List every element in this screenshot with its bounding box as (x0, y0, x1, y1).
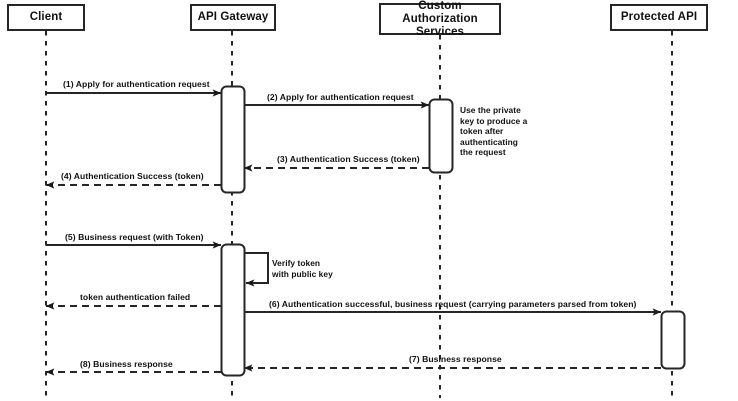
messages-group (45, 89, 662, 376)
message-label-m2: (2) Apply for authentication request (267, 92, 414, 102)
activation-act-authsvc-token (428, 98, 454, 174)
activation-bars-group (220, 85, 686, 377)
participant-label: Protected API (620, 11, 698, 23)
participant-label: Custom Authorization Services (402, 0, 478, 38)
self-message-label-line: Verify token (272, 258, 321, 268)
self-message-m-verify (244, 252, 269, 287)
message-label-m1: (1) Apply for authentication request (63, 79, 210, 89)
note-line: authenticating (460, 136, 518, 147)
message-label-m4: (4) Authentication Success (token) (61, 171, 204, 181)
note-line: key to produce a (460, 115, 528, 126)
self-message-label-line: with public key (272, 268, 333, 279)
message-label-m-fail: token authentication failed (80, 292, 191, 302)
participant-label: Client (29, 11, 63, 23)
message-label-m3: (3) Authentication Success (token) (277, 154, 420, 164)
message-label-m8: (8) Business response (80, 359, 173, 369)
participant-gateway: API Gateway (190, 4, 276, 31)
activation-act-gateway-biz (220, 243, 246, 377)
activation-act-gateway-auth (220, 85, 246, 194)
self-messages-group (244, 252, 269, 287)
participant-client: Client (7, 4, 85, 31)
message-label-m7: (7) Business response (409, 354, 502, 364)
note-line: the request (460, 147, 506, 158)
note-line: Use the private (460, 105, 521, 115)
note-line: token after (460, 126, 504, 137)
message-label-m6: (6) Authentication successful, business … (269, 299, 637, 309)
message-label-m5: (5) Business request (with Token) (65, 232, 204, 242)
participant-protapi: Protected API (610, 4, 708, 31)
participant-authsvc: Custom Authorization Services (379, 0, 501, 38)
activation-act-protapi-biz (660, 310, 686, 370)
participant-label: API Gateway (197, 11, 269, 23)
